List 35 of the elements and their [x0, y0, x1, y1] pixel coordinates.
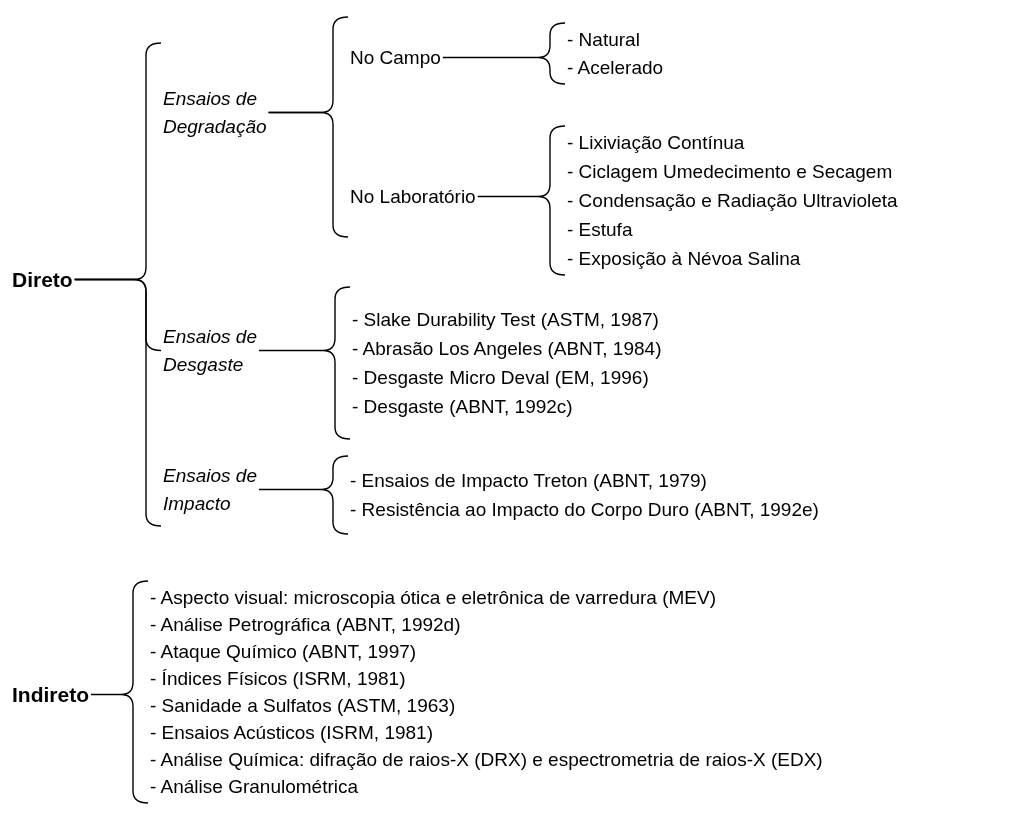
list-item: - Aspecto visual: microscopia ótica e eletrônica de varredura (MEV)	[150, 586, 717, 610]
category-label: Ensaios de Desgaste	[163, 325, 258, 377]
subcategory-label: No Laboratório	[350, 185, 476, 209]
list-item: - Análise Granulométrica	[150, 775, 359, 799]
list-item: - Resistência ao Impacto do Corpo Duro (ABNT, 1992e)	[350, 498, 819, 522]
list-item: - Lixiviação Contínua	[567, 131, 745, 155]
brace-branch	[74, 278, 162, 527]
list-item: - Acelerado	[567, 56, 664, 80]
list-item: - Slake Durability Test (ASTM, 1987)	[352, 308, 659, 332]
subcategory-label: No Campo	[350, 46, 441, 70]
list-item: - Desgaste (ABNT, 1992c)	[352, 395, 573, 419]
brace-branch	[258, 286, 351, 440]
list-item: - Ciclagem Umedecimento e Secagem	[567, 160, 893, 184]
brace-branch	[267, 111, 349, 238]
list-item: - Natural	[567, 28, 640, 52]
category-heading: Indireto	[12, 682, 89, 708]
list-item: - Análise Química: difração de raios-X (DRX) e espectrometria de raios-X (EDX)	[150, 748, 823, 772]
brace-branch	[442, 22, 566, 85]
list-item: - Abrasão Los Angeles (ABNT, 1984)	[352, 337, 662, 361]
list-item: - Índices Físicos (ISRM, 1981)	[150, 667, 406, 691]
category-label: Ensaios de Degradação	[163, 87, 268, 139]
list-item: - Exposição à Névoa Salina	[567, 247, 801, 271]
list-item: - Condensação e Radiação Ultravioleta	[567, 189, 898, 213]
brace-branch	[477, 125, 566, 276]
list-item: - Desgaste Micro Deval (EM, 1996)	[352, 366, 649, 390]
list-item: - Ensaios de Impacto Treton (ABNT, 1979)	[350, 469, 707, 493]
brace-branch	[90, 580, 149, 804]
list-item: - Ensaios Acústicos (ISRM, 1981)	[150, 721, 433, 745]
list-item: - Sanidade a Sulfatos (ASTM, 1963)	[150, 694, 456, 718]
category-heading: Direto	[12, 267, 73, 293]
list-item: - Estufa	[567, 218, 633, 242]
list-item: - Análise Petrográfica (ABNT, 1992d)	[150, 613, 461, 637]
list-item: - Ataque Químico (ABNT, 1997)	[150, 640, 417, 664]
brace-branch	[258, 455, 349, 535]
category-label: Ensaios de Impacto	[163, 464, 258, 516]
